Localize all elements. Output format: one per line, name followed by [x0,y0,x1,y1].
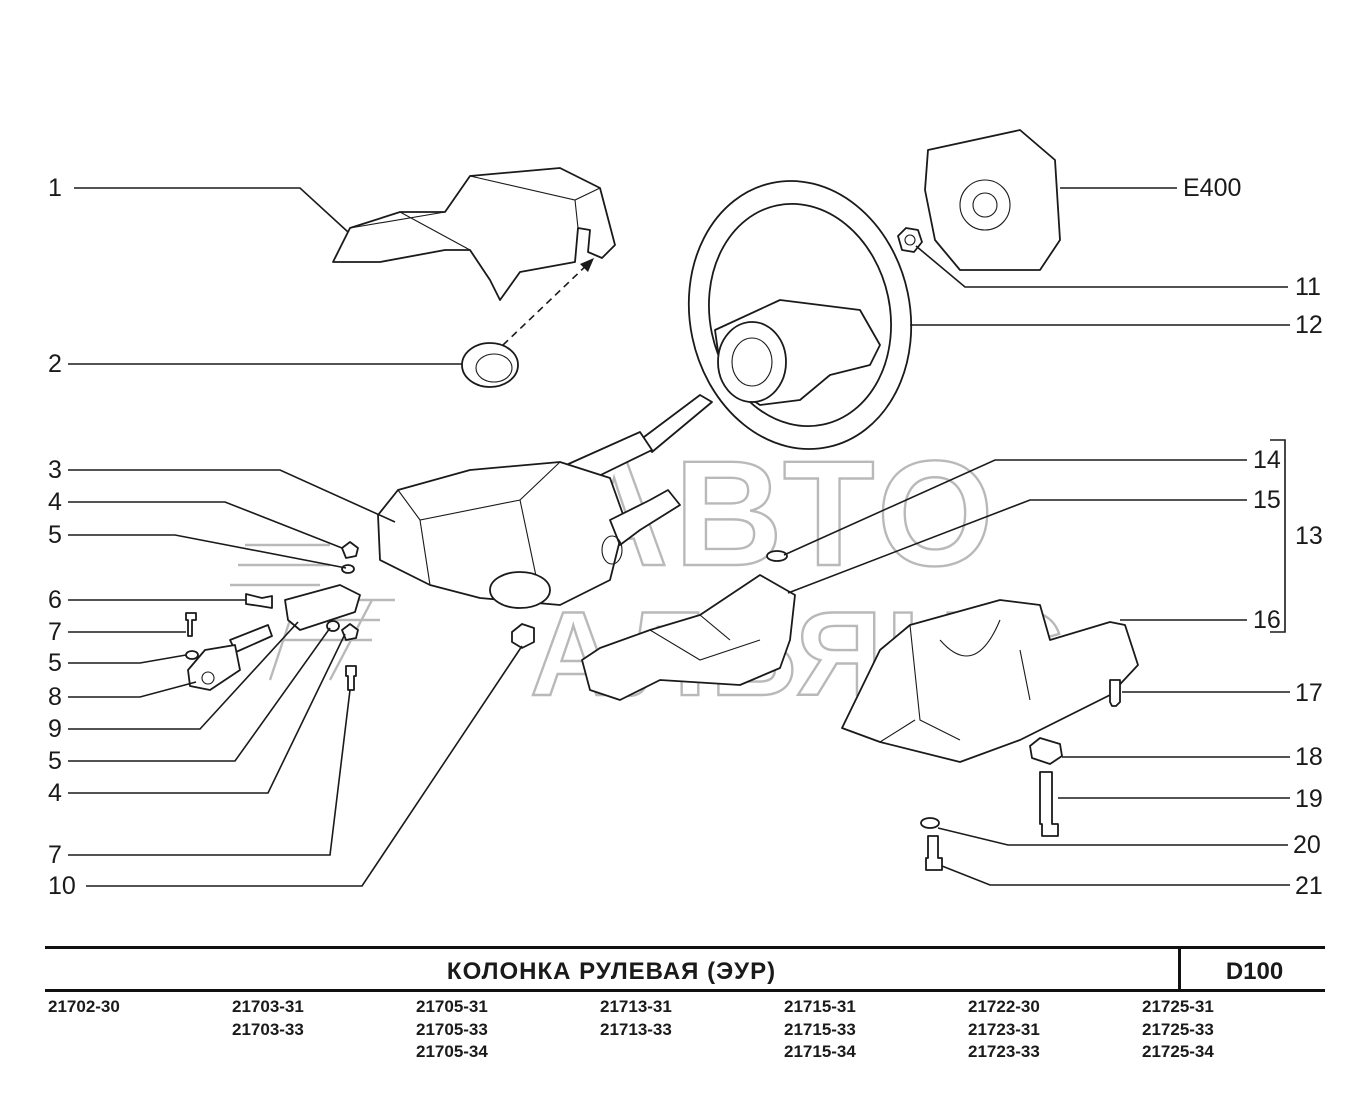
callout-21: 21 [1295,872,1323,900]
page-code: D100 [1178,949,1328,989]
callout-8: 8 [48,683,62,711]
callout-7b: 7 [48,841,62,869]
callout-15: 15 [1253,486,1281,514]
title-bar: КОЛОНКА РУЛЕВАЯ (ЭУР) D100 [45,946,1325,992]
upper-shroud-part [332,167,616,301]
model-code: 21713-33 [600,1019,672,1039]
model-column: 21722-30 21723-31 21723-33 [968,996,1040,1064]
intermediate-shaft-part [187,584,361,691]
callout-5c: 5 [48,747,62,775]
callout-12: 12 [1295,311,1323,339]
callout-13: 13 [1295,522,1323,550]
model-code: 21723-31 [968,1019,1040,1039]
model-code: 21725-33 [1142,1019,1214,1039]
page-title: КОЛОНКА РУЛЕВАЯ (ЭУР) [446,958,777,985]
model-column: 21702-30 [48,996,120,1019]
callout-4: 4 [48,488,62,516]
model-column: 21705-31 21705-33 21705-34 [416,996,488,1064]
callout-9: 9 [48,715,62,743]
model-code: 21723-33 [968,1042,1040,1061]
callout-18: 18 [1295,743,1323,771]
model-list: 21702-30 21703-31 21703-33 21705-31 2170… [48,996,1338,1106]
callout-2: 2 [48,350,62,378]
model-code: 21713-31 [600,997,672,1016]
callout-14: 14 [1253,446,1281,474]
steering-column-part [377,394,713,609]
callout-10: 10 [48,872,76,900]
lower-shroud-part [841,599,1139,763]
model-code: 21705-33 [416,1019,488,1039]
model-code: 21715-33 [784,1019,856,1039]
model-code: 21702-30 [48,997,120,1016]
callout-6: 6 [48,586,62,614]
callout-4b: 4 [48,779,62,807]
model-code: 21705-34 [416,1042,488,1061]
fasteners [185,541,788,691]
callout-16: 16 [1253,606,1281,634]
callout-1: 1 [48,174,62,202]
model-column: 21703-31 21703-33 [232,996,304,1041]
model-column: 21713-31 21713-33 [600,996,672,1041]
callout-e400: E400 [1183,174,1241,202]
model-code: 21703-31 [232,997,304,1016]
assembly-arrow [502,261,591,346]
model-code: 21725-31 [1142,997,1214,1016]
steering-wheel-part [687,180,913,450]
callout-19: 19 [1295,785,1323,813]
callout-20: 20 [1293,831,1321,859]
model-column: 21715-31 21715-33 21715-34 [784,996,856,1064]
callout-5: 5 [48,521,62,549]
leader-lines [68,187,1290,887]
model-code: 21703-33 [232,1019,304,1039]
callout-17: 17 [1295,679,1323,707]
callout-3: 3 [48,456,62,484]
callout-labels: 1 2 3 4 5 6 7 5 8 9 5 4 7 10 E400 11 12 … [48,174,1323,900]
callout-11: 11 [1295,273,1321,301]
model-code: 21715-31 [784,997,856,1016]
model-column: 21725-31 21725-33 21725-34 [1142,996,1214,1064]
callout-7: 7 [48,618,62,646]
model-code: 21705-31 [416,997,488,1016]
arrow-head [580,258,594,272]
airbag-module-part [924,129,1061,271]
seal-ring-part [461,342,519,388]
shroud-fasteners [920,679,1121,871]
model-code: 21725-34 [1142,1042,1214,1061]
model-code: 21715-34 [784,1042,856,1061]
model-code: 21722-30 [968,997,1040,1016]
steering-column-diagram: АВТО АЛЬЯНС [48,129,1323,900]
lower-bracket-part [581,574,796,701]
callout-5b: 5 [48,649,62,677]
